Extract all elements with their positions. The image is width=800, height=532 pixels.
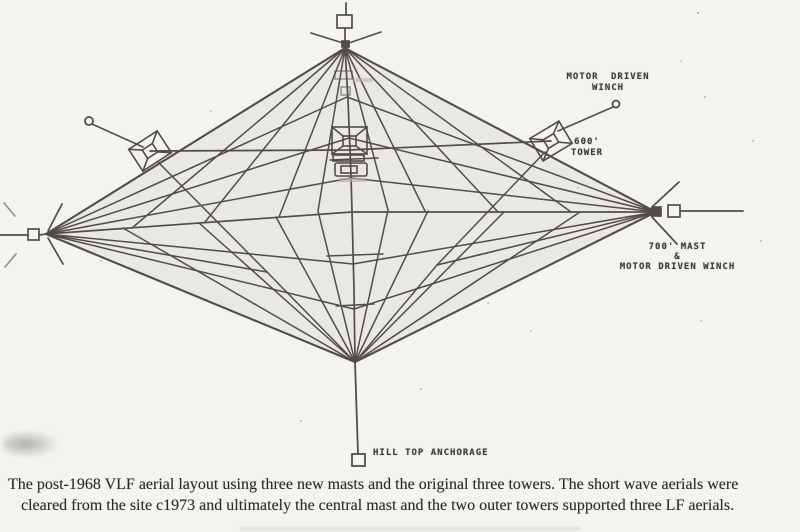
left-mast-icon bbox=[0, 202, 64, 268]
mast-top-icon bbox=[310, 2, 382, 48]
fan-wires-upper-left bbox=[45, 47, 352, 235]
label-600-tower-line2: TOWER bbox=[570, 148, 604, 158]
feeder-fittings bbox=[334, 70, 373, 96]
label-700-mast: 700' MAST & MOTOR DRIVEN WINCH bbox=[600, 242, 755, 273]
fan-wires-lower-right bbox=[352, 151, 657, 363]
label-motor-driven-winch: MOTOR DRIVEN WINCH bbox=[538, 72, 678, 94]
label-700-mast-line2: & bbox=[674, 252, 681, 262]
anchorage-icon bbox=[351, 361, 366, 467]
label-700-mast-line3: MOTOR DRIVEN WINCH bbox=[619, 262, 736, 272]
label-600-tower-line1: 600' bbox=[574, 137, 600, 147]
scan-smear bbox=[240, 527, 580, 530]
figure-caption-line1: The post-1968 VLF aerial layout using th… bbox=[8, 476, 739, 493]
fan-wires-lower-left bbox=[45, 161, 356, 363]
label-600-tower: 600' TOWER bbox=[556, 137, 618, 159]
figure-caption: The post-1968 VLF aerial layout using th… bbox=[8, 474, 796, 516]
label-motor-driven-winch-line2: WINCH bbox=[591, 83, 625, 93]
right-tower-icon bbox=[528, 106, 614, 162]
scan-speckles bbox=[697, 12, 699, 14]
inner-cage-wires bbox=[317, 47, 389, 363]
scan-smudge bbox=[2, 430, 60, 458]
aerial-diagram bbox=[0, 2, 744, 467]
fan-wires-upper-right bbox=[344, 47, 657, 213]
right-mast-icon bbox=[651, 181, 744, 245]
label-700-mast-line1: 700' MAST bbox=[648, 242, 707, 252]
central-tower-icon bbox=[331, 126, 368, 182]
label-hill-top-anchorage: HILL TOP ANCHORAGE bbox=[373, 448, 489, 458]
right-winch-icon bbox=[611, 99, 621, 109]
figure-caption-line2: cleared from the site c1973 and ultimate… bbox=[21, 497, 735, 514]
aerial-outline bbox=[44, 46, 658, 364]
left-winch-icon bbox=[84, 116, 94, 126]
left-tower-icon bbox=[91, 123, 173, 173]
label-motor-driven-winch-line1: MOTOR DRIVEN bbox=[566, 72, 650, 82]
